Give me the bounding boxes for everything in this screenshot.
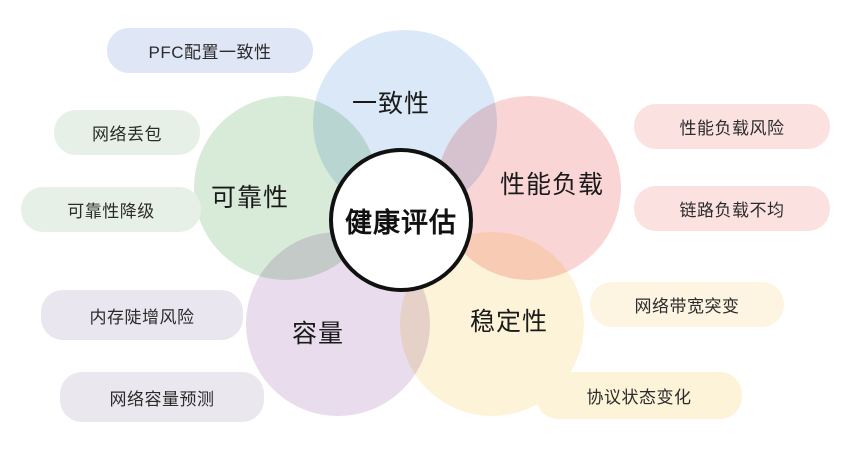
venn-label-stability: 稳定性	[470, 308, 549, 336]
tag-link-load-imbalance[interactable]: 链路负载不均	[634, 186, 830, 231]
tag-label: 协议状态变化	[586, 388, 692, 407]
core-circle-health-assessment[interactable]: 健康评估	[329, 148, 473, 292]
tag-performance-load-risk[interactable]: 性能负载风险	[634, 104, 830, 149]
tag-network-capacity-forecast[interactable]: 网络容量预测	[60, 372, 264, 422]
venn-label-capacity: 容量	[292, 320, 345, 348]
core-label: 健康评估	[345, 207, 457, 238]
tag-pfc-config-consistency[interactable]: PFC配置一致性	[107, 28, 313, 73]
tag-protocol-state-change[interactable]: 协议状态变化	[536, 372, 742, 419]
tag-label: 可靠性降级	[67, 202, 155, 221]
tag-network-packet-loss[interactable]: 网络丢包	[54, 110, 200, 155]
tag-label: PFC配置一致性	[148, 43, 272, 62]
tag-label: 链路负载不均	[679, 201, 785, 220]
venn-label-consistency: 一致性	[352, 90, 431, 118]
venn-label-reliability: 可靠性	[211, 184, 290, 212]
tag-label: 网络丢包	[92, 125, 162, 144]
tag-reliability-degradation[interactable]: 可靠性降级	[21, 187, 201, 232]
tag-label: 网络带宽突变	[634, 297, 740, 316]
tag-label: 性能负载风险	[679, 119, 785, 138]
tag-label: 网络容量预测	[109, 389, 215, 409]
tag-label: 内存陡增风险	[89, 307, 195, 327]
venn-label-performance-load: 性能负载	[500, 171, 605, 199]
tag-memory-surge-risk[interactable]: 内存陡增风险	[41, 290, 243, 340]
tag-network-bandwidth-spike[interactable]: 网络带宽突变	[590, 282, 784, 327]
